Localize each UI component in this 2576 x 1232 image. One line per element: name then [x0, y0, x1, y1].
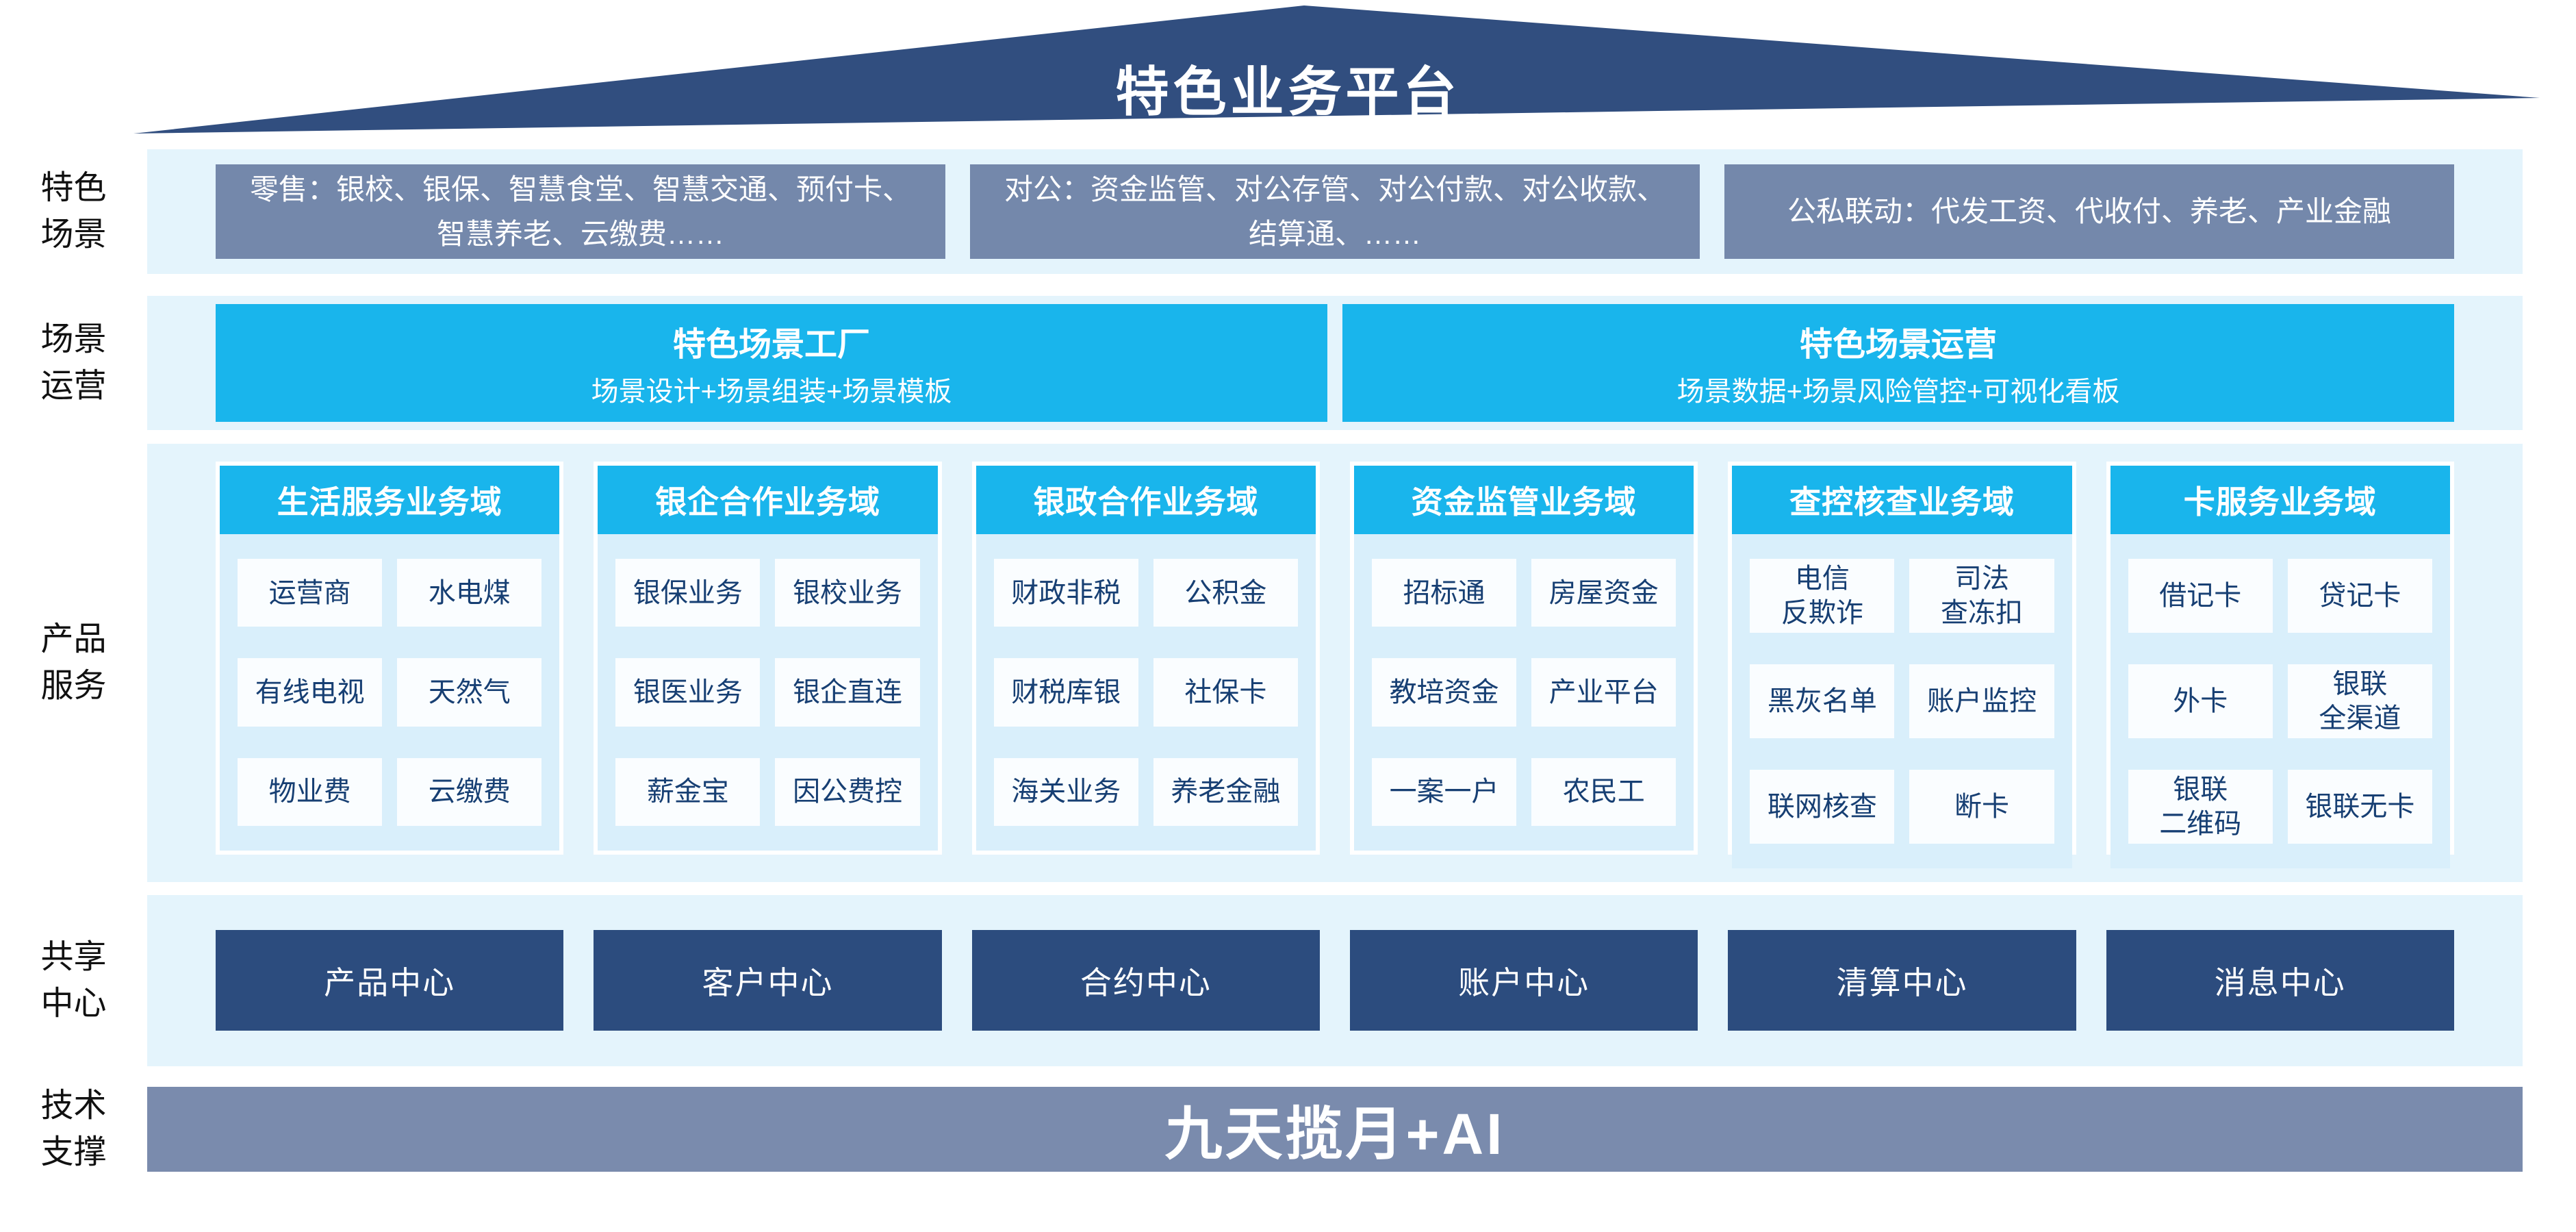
product-band: 生活服务业务域 运营商 水电煤 有线电视 天然气 物业费 云缴费 银企合作业务域…	[147, 444, 2523, 882]
center-box-contract: 合约中心	[971, 930, 1320, 1031]
product-cell: 房屋资金	[1531, 559, 1676, 627]
product-column-life-services: 生活服务业务域 运营商 水电煤 有线电视 天然气 物业费 云缴费	[216, 462, 564, 855]
column-body: 借记卡 贷记卡 外卡 银联 全渠道 银联 二维码 银联无卡	[2110, 534, 2450, 868]
product-cell: 联网核查	[1750, 770, 1895, 844]
product-column-fund-supervision: 资金监管业务域 招标通 房屋资金 教培资金 产业平台 一案一户 农民工	[1349, 462, 1698, 855]
side-label-tech: 技术 支撑	[40, 1087, 107, 1170]
product-cell: 贷记卡	[2287, 559, 2432, 633]
tech-support-bar: 九天揽月+AI	[147, 1087, 2523, 1172]
column-header: 卡服务业务域	[2110, 466, 2450, 534]
product-cell: 断卡	[1909, 770, 2054, 844]
side-label-scenarios: 特色 场景	[40, 169, 107, 253]
scenario-box-retail: 零售：银校、银保、智慧食堂、智慧交通、预付卡、智慧养老、云缴费……	[216, 164, 945, 259]
product-cell: 薪金宝	[615, 757, 761, 826]
product-cell: 银联 二维码	[2128, 770, 2273, 844]
product-cell: 水电煤	[397, 559, 542, 627]
product-cell: 银联 全渠道	[2287, 664, 2432, 738]
product-cell: 一案一户	[1371, 757, 1517, 826]
column-header: 银企合作业务域	[598, 466, 938, 534]
product-cell: 司法 查冻扣	[1909, 559, 2054, 633]
product-cell: 海关业务	[993, 757, 1138, 826]
product-cell: 招标通	[1371, 559, 1517, 627]
column-header: 银政合作业务域	[975, 466, 1316, 534]
product-cell: 养老金融	[1153, 757, 1298, 826]
product-cell: 农民工	[1531, 757, 1676, 826]
column-body: 财政非税 公积金 财税库银 社保卡 海关业务 养老金融	[975, 534, 1316, 851]
scenario-factory-box: 特色场景工厂 场景设计+场景组装+场景模板	[216, 304, 1327, 422]
column-body: 运营商 水电煤 有线电视 天然气 物业费 云缴费	[220, 534, 560, 851]
center-box-message: 消息中心	[2106, 930, 2454, 1031]
product-cell: 黑灰名单	[1750, 664, 1895, 738]
roof-shape	[133, 5, 2540, 134]
product-cell: 银保业务	[615, 559, 761, 627]
page-title: 特色业务平台	[1115, 62, 1461, 122]
scenario-operation-box: 特色场景运营 场景数据+场景风险管控+可视化看板	[1342, 304, 2454, 422]
product-cell: 教培资金	[1371, 658, 1517, 727]
product-cell: 公积金	[1153, 559, 1298, 627]
product-cell: 银企直连	[775, 658, 920, 727]
column-header: 生活服务业务域	[220, 466, 560, 534]
scenario-box-linkage: 公私联动：代发工资、代收付、养老、产业金融	[1724, 164, 2454, 259]
column-body: 银保业务 银校业务 银医业务 银企直连 薪金宝 因公费控	[598, 534, 938, 851]
shared-center-band: 产品中心 客户中心 合约中心 账户中心 清算中心 消息中心	[147, 895, 2523, 1066]
center-box-account: 账户中心	[1349, 930, 1698, 1031]
column-body: 电信 反欺诈 司法 查冻扣 黑灰名单 账户监控 联网核查 断卡	[1732, 534, 2072, 868]
product-cell: 财政非税	[993, 559, 1138, 627]
scenario-operation-subtitle: 场景数据+场景风险管控+可视化看板	[1676, 376, 2120, 407]
product-cell: 社保卡	[1153, 658, 1298, 727]
scenario-band: 零售：银校、银保、智慧食堂、智慧交通、预付卡、智慧养老、云缴费…… 对公：资金监…	[147, 149, 2523, 274]
product-cell: 运营商	[238, 559, 383, 627]
product-column-bank-enterprise: 银企合作业务域 银保业务 银校业务 银医业务 银企直连 薪金宝 因公费控	[594, 462, 942, 855]
center-box-product: 产品中心	[216, 930, 564, 1031]
product-cell: 物业费	[238, 757, 383, 826]
product-cell: 因公费控	[775, 757, 920, 826]
product-cell: 借记卡	[2128, 559, 2273, 633]
side-label-operation: 场景 运营	[40, 320, 107, 404]
scenario-factory-subtitle: 场景设计+场景组装+场景模板	[591, 376, 952, 407]
product-cell: 有线电视	[238, 658, 383, 727]
center-box-customer: 客户中心	[594, 930, 942, 1031]
product-cell: 银校业务	[775, 559, 920, 627]
product-cell: 财税库银	[993, 658, 1138, 727]
product-cell: 外卡	[2128, 664, 2273, 738]
product-cell: 天然气	[397, 658, 542, 727]
product-cell: 银医业务	[615, 658, 761, 727]
product-column-card-services: 卡服务业务域 借记卡 贷记卡 外卡 银联 全渠道 银联 二维码 银联无卡	[2106, 462, 2454, 868]
product-cell: 云缴费	[397, 757, 542, 826]
product-cell: 电信 反欺诈	[1750, 559, 1895, 633]
product-cell: 银联无卡	[2287, 770, 2432, 844]
center-box-clearing: 清算中心	[1728, 930, 2076, 1031]
operation-band: 特色场景工厂 场景设计+场景组装+场景模板 特色场景运营 场景数据+场景风险管控…	[147, 296, 2523, 430]
product-cell: 产业平台	[1531, 658, 1676, 727]
product-cell: 账户监控	[1909, 664, 2054, 738]
column-header: 查控核查业务域	[1732, 466, 2072, 534]
scenario-operation-title: 特色场景运营	[1799, 327, 1997, 364]
product-column-bank-government: 银政合作业务域 财政非税 公积金 财税库银 社保卡 海关业务 养老金融	[971, 462, 1320, 855]
scenario-factory-title: 特色场景工厂	[672, 327, 870, 364]
side-label-products: 产品 服务	[40, 620, 107, 704]
scenario-box-corporate: 对公：资金监管、对公存管、对公付款、对公收款、结算通、……	[970, 164, 1700, 259]
column-header: 资金监管业务域	[1353, 466, 1694, 534]
column-body: 招标通 房屋资金 教培资金 产业平台 一案一户 农民工	[1353, 534, 1694, 851]
side-label-centers: 共享 中心	[40, 938, 107, 1022]
product-column-inquiry-control: 查控核查业务域 电信 反欺诈 司法 查冻扣 黑灰名单 账户监控 联网核查 断卡	[1728, 462, 2076, 868]
